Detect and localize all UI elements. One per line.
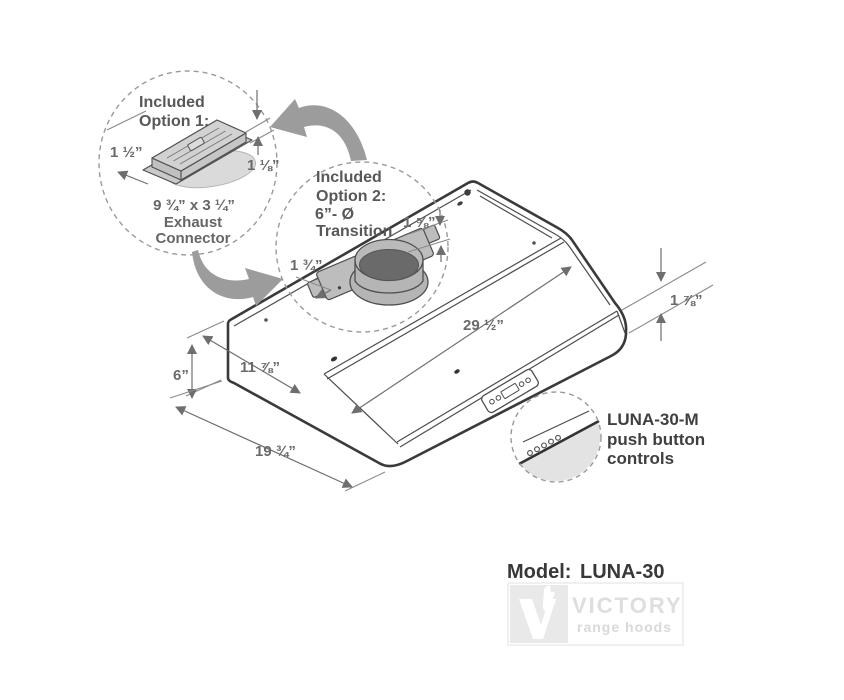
controls-dashed-circle: [510, 391, 602, 483]
option2-callout: Included Option 2: 6”- Ø Transition 1 ⅝”…: [275, 161, 451, 333]
option1-caption-line3: Connector: [156, 230, 231, 247]
swap-arrow-bottom-icon: [192, 250, 283, 306]
option1-dim-width: 1 ½”: [106, 110, 149, 185]
option1-dim-height-label: 1 ⅛”: [247, 157, 280, 174]
option2-dim-top-label: 1 ⅝”: [403, 214, 436, 231]
option1-caption-line2: Exhaust: [164, 214, 222, 231]
option1-callout: Included Option 1: 1 ½” 1 ⅛” 9 ¾” x 3 ¼”…: [98, 70, 280, 256]
swap-arrow-top-icon: [270, 99, 367, 161]
model-label: Model:: [507, 561, 571, 583]
option1-title-line1: Included: [139, 94, 205, 111]
dim-bottom-depth-label: 19 ¾”: [255, 443, 296, 460]
option1-dim-width-label: 1 ½”: [110, 144, 143, 161]
dim-front-height-label: 1 ⅞”: [670, 292, 703, 309]
controls-callout: LUNA-30-M push button controls: [510, 391, 705, 483]
exhaust-connector-drawing: [142, 119, 257, 189]
dim-bottom-depth: 19 ¾”: [169, 380, 386, 492]
model-value: LUNA-30: [580, 561, 664, 583]
dim-back-height-label: 6”: [173, 367, 189, 384]
option1-dim-height: 1 ⅛”: [245, 90, 280, 174]
dim-top-depth: 11 ⅞”: [202, 335, 301, 394]
dim-width: 29 ½”: [351, 266, 572, 414]
brand-name: VICTORY: [572, 593, 683, 618]
option2-dim-top: 1 ⅝”: [403, 210, 451, 262]
option1-dashed-circle: [98, 70, 278, 256]
option2-dim-left: 1 ¾”: [290, 257, 332, 299]
footer: Model: LUNA-30 VICTORY range hoods: [507, 561, 684, 646]
victory-logo: VICTORY range hoods: [507, 582, 684, 646]
controls-label-line1: LUNA-30-M: [607, 410, 699, 429]
dim-front-height: 1 ⅞”: [621, 248, 714, 341]
option1-caption-size: 9 ¾” x 3 ¼”: [153, 197, 235, 214]
dim-width-label: 29 ½”: [463, 317, 504, 334]
option2-dim-left-label: 1 ¾”: [290, 257, 323, 274]
option2-title-line3: 6”- Ø: [315, 206, 354, 223]
dim-back-height: 6”: [173, 320, 225, 400]
option2-title-line4: Transition: [316, 223, 392, 240]
dim-top-depth-label: 11 ⅞”: [240, 359, 280, 376]
option1-title-line2: Option 1:: [139, 113, 209, 130]
controls-label-line2: push button: [607, 430, 705, 449]
controls-label-line3: controls: [607, 449, 674, 468]
push-buttons-detail: [527, 434, 561, 456]
option2-title-line1: Included: [316, 169, 382, 186]
option2-title-line2: Option 2:: [316, 188, 386, 205]
brand-tagline: range hoods: [577, 619, 672, 635]
victory-flame-icon: [542, 585, 556, 612]
option2-dashed-circle: [275, 161, 449, 333]
